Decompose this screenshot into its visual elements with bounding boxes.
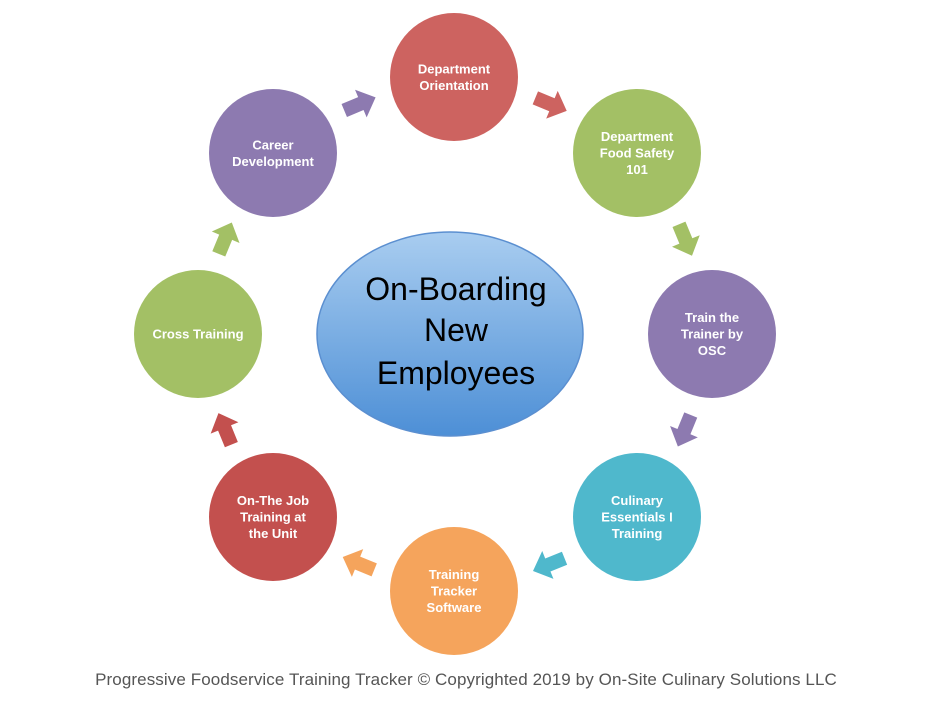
arrow-on-the-job-training-at-the-unit-to-cross-training bbox=[210, 413, 239, 448]
node-label-line: Software bbox=[427, 600, 482, 615]
node-label-line: Department bbox=[418, 61, 491, 76]
arrow-training-tracker-software-to-on-the-job-training-at-the-unit bbox=[342, 549, 377, 577]
node-cross-training: Cross Training bbox=[134, 270, 262, 398]
node-label-line: Tracker bbox=[431, 584, 477, 599]
center-title-line-1: On-Boarding bbox=[365, 271, 546, 307]
node-label-line: OSC bbox=[698, 343, 727, 358]
center-node: On-Boarding New Employees bbox=[316, 231, 584, 437]
node-label-line: Career bbox=[252, 137, 293, 152]
arrow-department-orientation-to-department-food-safety-101 bbox=[532, 90, 567, 119]
node-label-line: Orientation bbox=[419, 78, 488, 93]
node-label-line: Train the bbox=[685, 310, 739, 325]
node-label-line: Cross Training bbox=[152, 327, 243, 342]
arrow-career-development-to-department-orientation bbox=[341, 89, 376, 118]
arrow-cross-training-to-career-development bbox=[211, 222, 240, 257]
node-label-line: Training at bbox=[240, 510, 306, 525]
node-label-line: the Unit bbox=[249, 526, 298, 541]
node-label-line: Food Safety bbox=[600, 146, 675, 161]
node-label-line: Training bbox=[612, 526, 663, 541]
arrow-culinary-essentials-i-training-to-training-tracker-software bbox=[533, 551, 568, 579]
node-circle bbox=[573, 89, 701, 217]
node-label-line: 101 bbox=[626, 162, 648, 177]
arrow-department-food-safety-101-to-train-the-trainer-by-osc bbox=[672, 221, 700, 256]
arrow-train-the-trainer-by-osc-to-culinary-essentials-i-training bbox=[670, 412, 698, 447]
node-label-line: Development bbox=[232, 154, 314, 169]
node-label-line: Culinary bbox=[611, 493, 664, 508]
node-label-line: Trainer by bbox=[681, 327, 744, 342]
arrows-layer bbox=[210, 89, 700, 579]
node-label-line: Training bbox=[429, 567, 480, 582]
center-title-line-2: New bbox=[424, 312, 489, 348]
center-title-line-3: Employees bbox=[377, 355, 535, 391]
node-circle bbox=[390, 13, 518, 141]
node-circle bbox=[573, 453, 701, 581]
node-circle bbox=[134, 270, 262, 398]
node-label-line: Department bbox=[601, 129, 674, 144]
node-circle bbox=[390, 527, 518, 655]
node-circle bbox=[209, 89, 337, 217]
node-label-line: Essentials I bbox=[601, 510, 673, 525]
node-label-line: On-The Job bbox=[237, 493, 309, 508]
node-circle bbox=[648, 270, 776, 398]
copyright-footer: Progressive Foodservice Training Tracker… bbox=[95, 670, 837, 689]
node-circle bbox=[209, 453, 337, 581]
